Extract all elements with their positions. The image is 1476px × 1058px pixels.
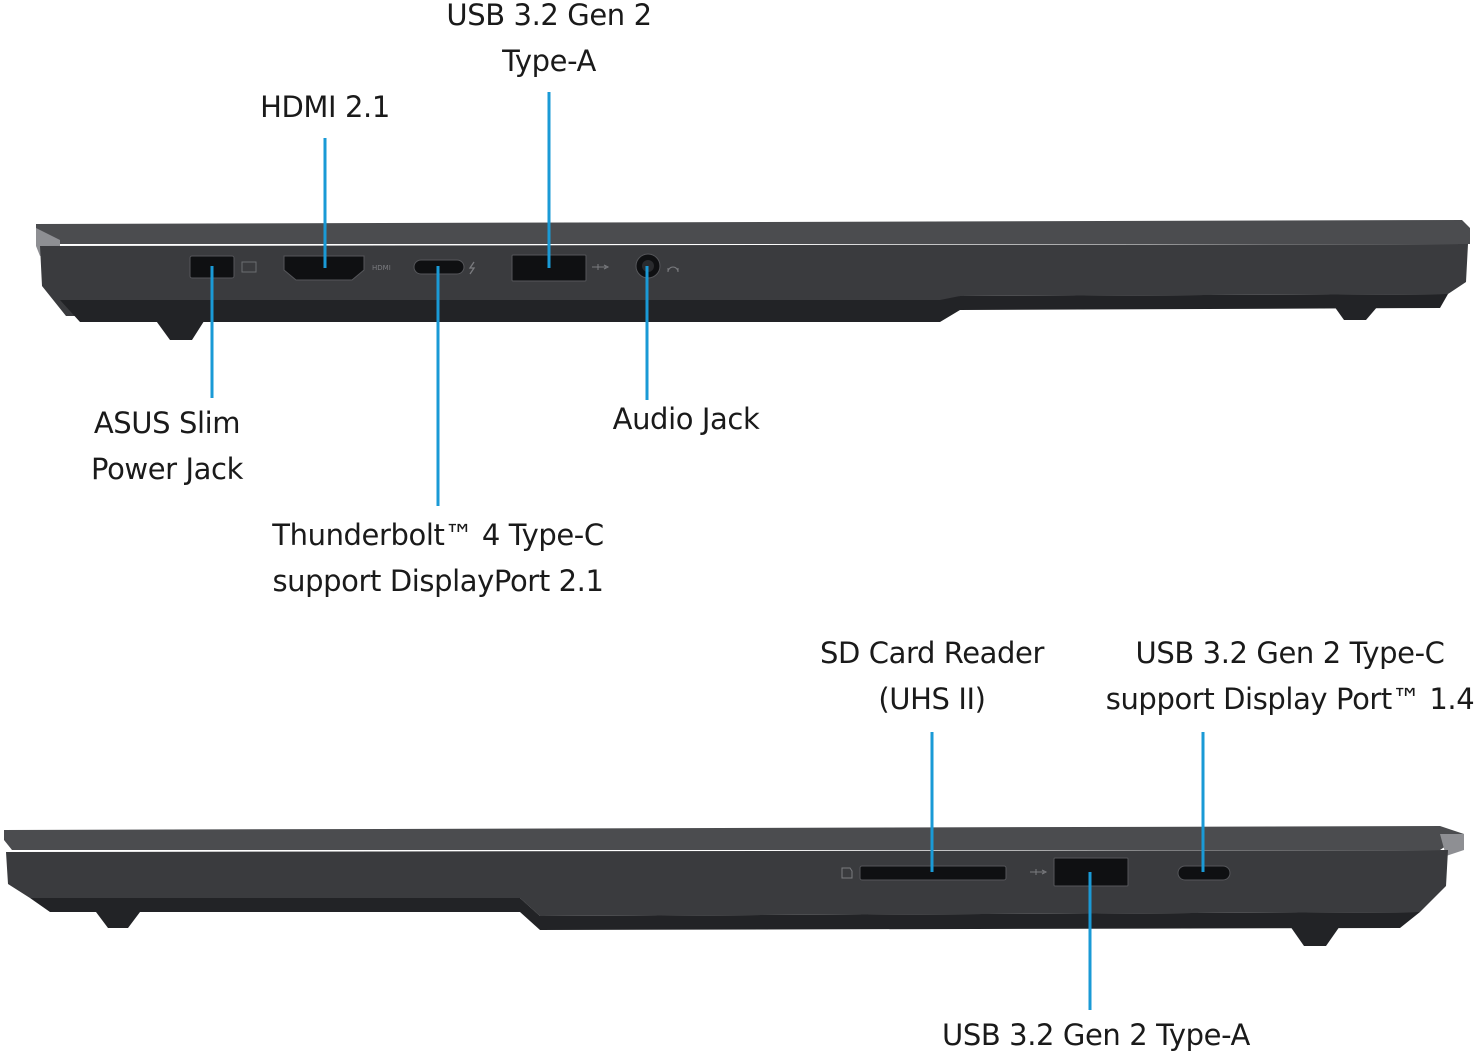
label-sd-card-line1: SD Card Reader [819,636,1045,670]
label-power-line1: ASUS Slim [93,406,241,440]
label-usb-a-bottom-text: USB 3.2 Gen 2 Type-A [942,1018,1250,1052]
label-usb-c-line1: USB 3.2 Gen 2 Type-C [1135,636,1445,670]
chassis-bottom-right [30,898,1420,930]
label-hdmi-text: HDMI 2.1 [260,90,390,124]
label-sd-card-line2: (UHS II) [878,682,986,716]
bottom-leader-lines [930,732,1205,1010]
label-power-line2: Power Jack [91,452,243,486]
hdmi-icon: HDMI [372,264,391,272]
label-audio-text: Audio Jack [612,402,760,436]
usb-icon-2 [1030,869,1048,875]
usb-icon [592,264,610,270]
lid-top-right [4,826,1464,850]
chassis-body [40,244,1468,316]
label-usb-a-top-line1: USB 3.2 Gen 2 [446,0,652,32]
power-jack-icon [241,261,257,273]
label-thunderbolt-line1: Thunderbolt™ 4 Type-C [272,518,604,552]
top-leader-lines [210,92,649,506]
chassis-bottom [60,294,1448,322]
left-side-view: HDMI [36,220,1470,340]
sd-card-icon [841,867,853,879]
lid-top [36,220,1470,244]
rubber-foot-right [1334,306,1378,320]
rubber-foot-left [154,318,206,340]
thunderbolt-icon [468,261,476,275]
label-usb-c-line2: support Display Port™ 1.4 [1105,682,1475,716]
rubber-foot-right-2 [1290,926,1340,946]
headset-icon [667,266,679,273]
right-side-view [4,826,1464,946]
label-thunderbolt-line2: support DisplayPort 2.1 [272,564,604,598]
label-usb-a-top-line2: Type-A [502,44,596,78]
rubber-foot-left-2 [96,912,140,928]
